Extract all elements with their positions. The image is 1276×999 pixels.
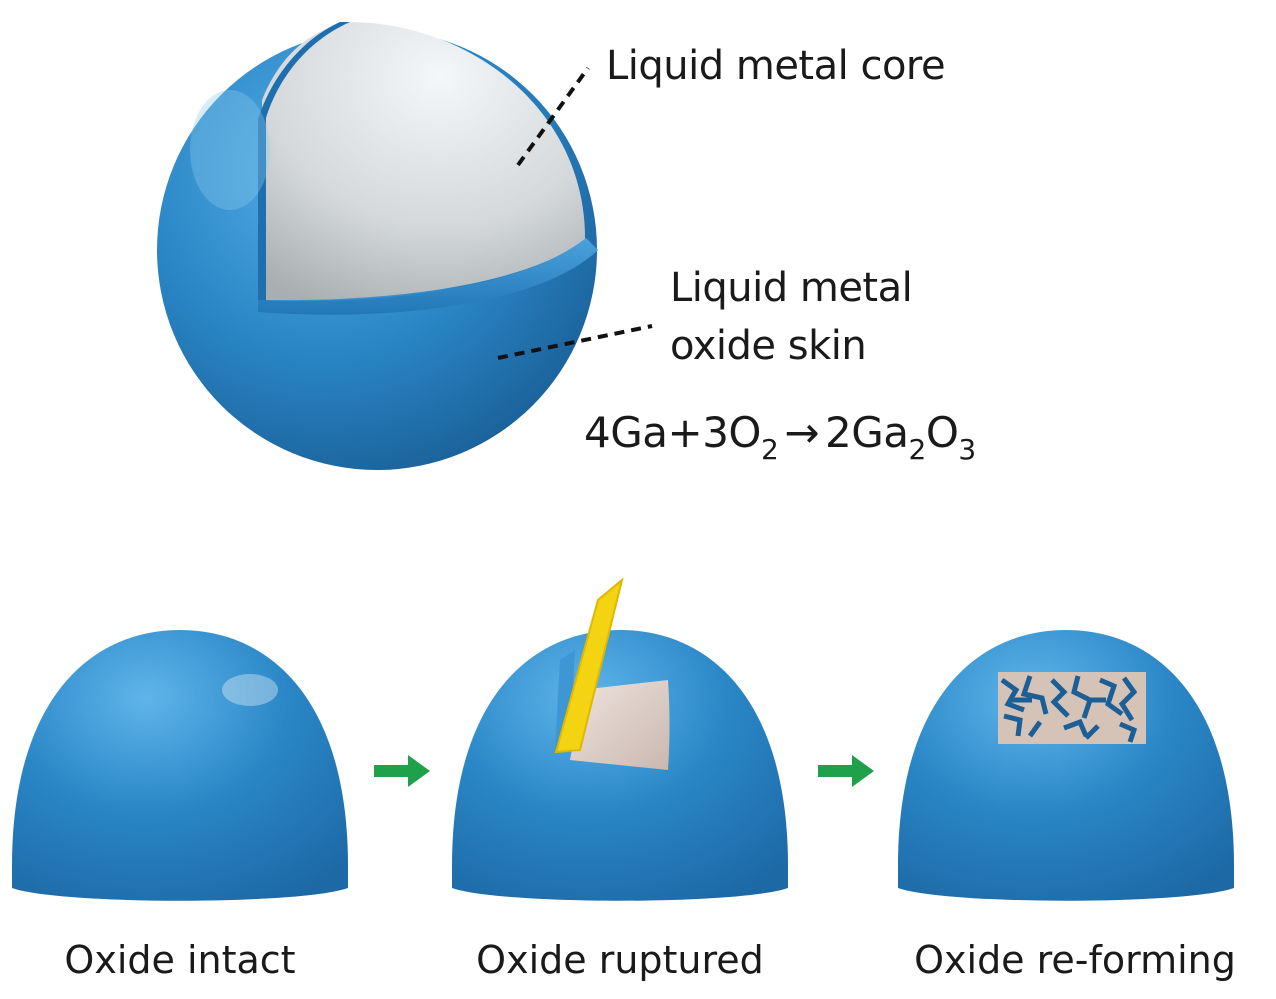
eq-arrow: → — [784, 408, 820, 457]
core-label: Liquid metal core — [606, 43, 946, 89]
shell-cut-edge-horizontal — [258, 238, 598, 315]
skin-label-line2: oxide skin — [670, 323, 867, 369]
eq-sub-ga: 2 — [908, 433, 927, 466]
skin-leader-line — [497, 324, 653, 360]
liquid-metal-core — [262, 22, 585, 301]
eq-product: 2Ga — [825, 408, 909, 457]
eq-sub-o3: 3 — [958, 433, 976, 466]
cutaway-sphere — [157, 22, 598, 470]
caption-intact: Oxide intact — [64, 938, 296, 982]
oxidation-equation: 4Ga+3O2→2Ga2O3 — [584, 408, 976, 466]
dome-intact — [12, 630, 348, 901]
caption-reforming: Oxide re-forming — [914, 938, 1236, 982]
oxide-network — [1000, 675, 1138, 743]
core-leader-line — [516, 66, 590, 167]
arrow-2 — [818, 755, 874, 787]
arrow-1 — [374, 755, 430, 787]
dome-ruptured — [452, 577, 788, 901]
eq-product-o: O — [925, 408, 959, 457]
caption-ruptured: Oxide ruptured — [476, 938, 764, 982]
skin-label-line1: Liquid metal — [670, 265, 913, 311]
dome-reforming — [898, 630, 1234, 901]
eq-reactant: 4Ga+3O — [584, 408, 761, 457]
eq-sub-o2: 2 — [760, 433, 779, 466]
cutting-blade — [554, 577, 624, 754]
exposed-core — [570, 680, 670, 770]
